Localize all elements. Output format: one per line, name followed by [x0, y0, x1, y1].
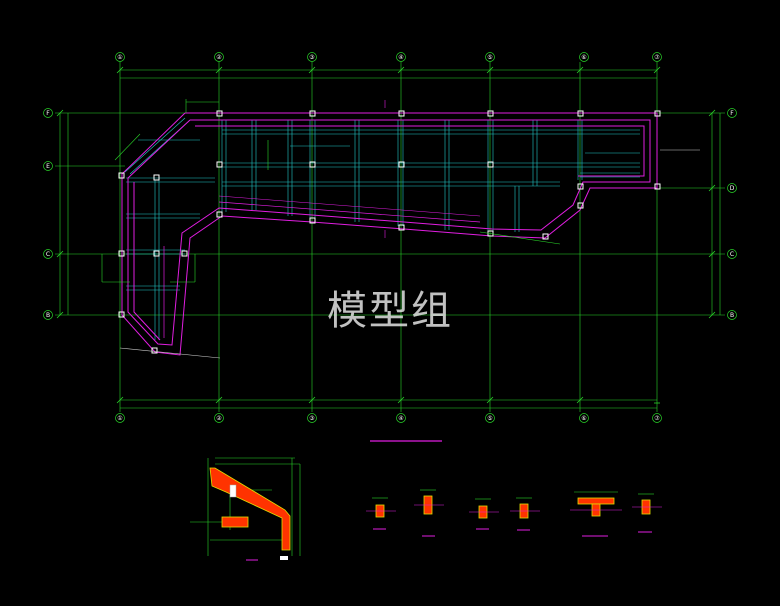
axis-label: ⑤	[487, 54, 492, 61]
axis-label: C	[730, 251, 734, 258]
secondary-beams	[124, 117, 640, 340]
axis-label: ④	[398, 415, 403, 422]
dimension-ticks	[56, 66, 716, 404]
axis-label: ⑦	[654, 54, 660, 61]
axis-label: ①	[117, 415, 122, 422]
axis-label: ①	[117, 54, 122, 61]
axis-label: ⑥	[581, 415, 586, 422]
axis-label: ③	[309, 415, 314, 422]
plan-annotations	[101, 99, 700, 359]
beam-section-6	[632, 493, 662, 533]
axis-label: B	[46, 312, 50, 319]
top-axis-bubbles: ① ② ③ ④ ⑤ ⑥ ⑦	[115, 52, 662, 62]
beam-section-2	[414, 489, 444, 537]
axis-label: D	[730, 185, 735, 192]
primary-beams	[121, 112, 658, 356]
bottom-axis-bubbles: ① ② ③ ④ ⑤ ⑥ ⑦	[115, 413, 662, 423]
axis-label: F	[46, 110, 50, 117]
beam-section-4	[510, 497, 540, 531]
axis-label: ⑦	[654, 415, 660, 422]
axis-label: F	[730, 110, 734, 117]
left-axis-bubbles: F E C B	[43, 108, 53, 320]
axis-label: E	[46, 163, 50, 170]
axis-label: ②	[216, 415, 222, 422]
beam-section-3	[469, 498, 499, 530]
axis-grid	[55, 62, 725, 412]
axis-label: B	[730, 312, 734, 319]
beam-section-5	[570, 491, 622, 537]
axis-label: ②	[216, 54, 222, 61]
axis-label: ⑤	[487, 415, 492, 422]
columns	[118, 110, 661, 354]
axis-label: ⑥	[581, 54, 586, 61]
axis-label: C	[46, 251, 50, 258]
beam-sections	[366, 489, 662, 537]
section-detail	[190, 440, 442, 561]
axis-label: ④	[398, 54, 403, 61]
axis-label: ③	[309, 54, 314, 61]
right-axis-bubbles: F D C B	[727, 108, 737, 320]
beam-section-1	[366, 497, 396, 530]
